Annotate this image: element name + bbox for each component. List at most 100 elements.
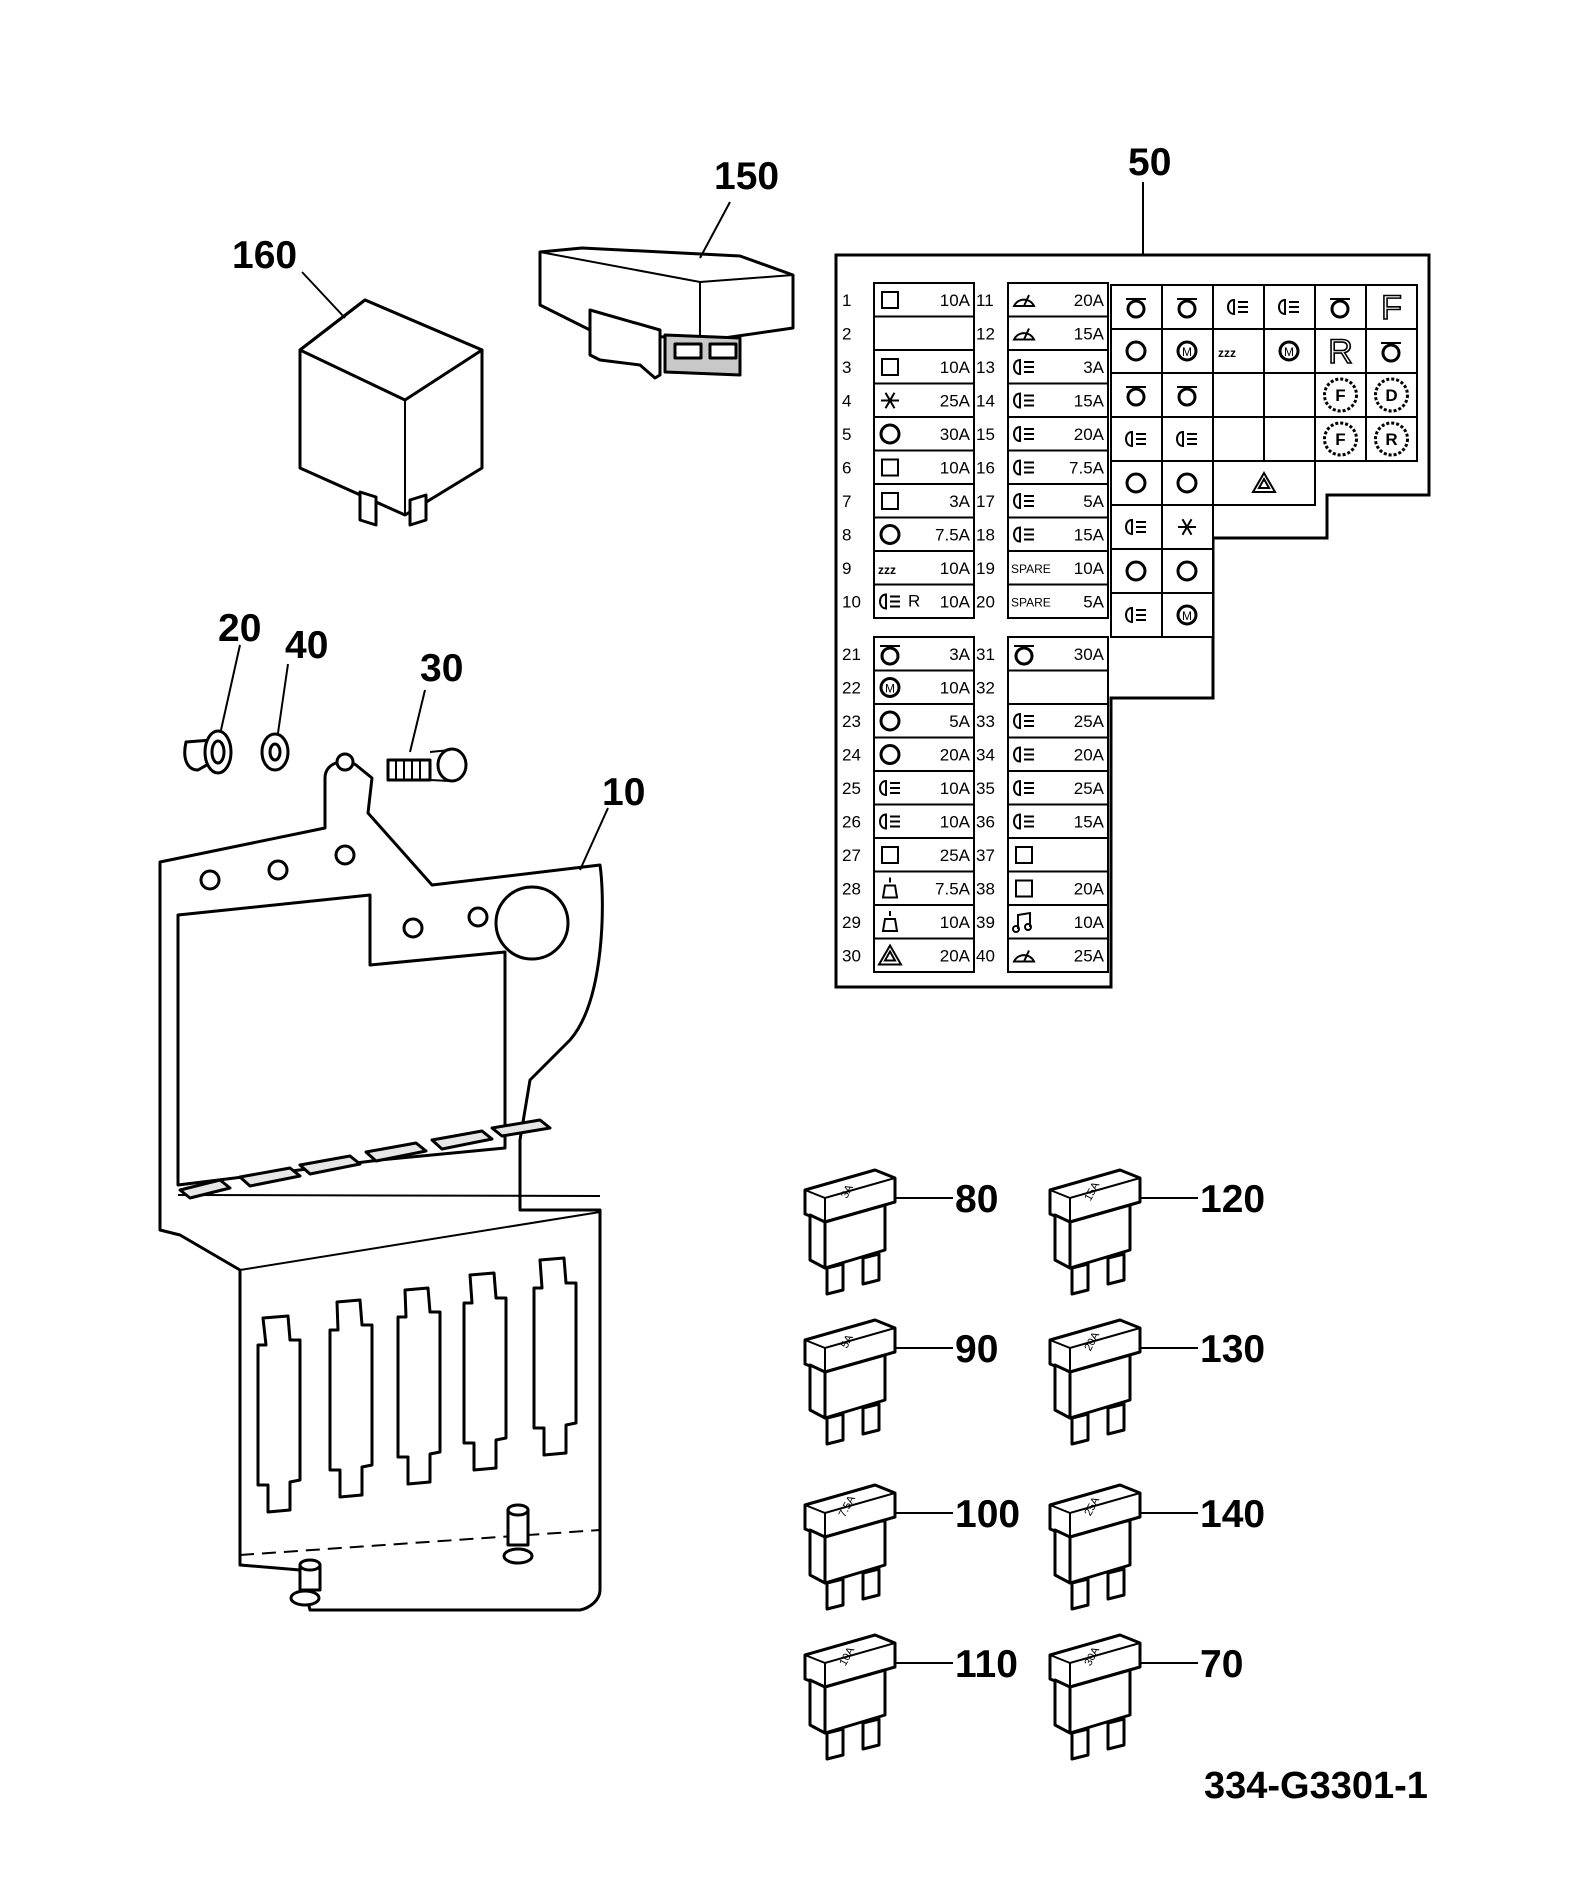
wiper-rear-icon [1012, 328, 1036, 341]
washer-leader [277, 663, 289, 734]
fuse-rating: 10A [1074, 913, 1105, 932]
fuse-number: 6 [842, 459, 851, 478]
fuse-cell [873, 315, 975, 351]
fuse-number: 5 [842, 425, 851, 444]
relay-leader [301, 271, 346, 319]
callout-fuse-3a: 80 [955, 1178, 998, 1221]
fuse-cell [873, 349, 975, 385]
fuse-rating: 15A [1074, 325, 1105, 344]
fuse-rating: 10A [940, 358, 971, 377]
fuse-cell [873, 483, 975, 519]
relay-grid-badge: R [1385, 430, 1397, 449]
relay-symbol-cell [1161, 460, 1214, 506]
relay-symbol-cell: R [1314, 328, 1367, 374]
work-lights-icon [1013, 813, 1034, 830]
fuse-chart-row: 6 10A [842, 449, 975, 485]
clip-leader [220, 644, 241, 731]
relay-symbol-cell: F [1314, 372, 1367, 418]
fuse-number: 28 [842, 880, 861, 899]
cover-part [538, 246, 795, 380]
beacon-icon [881, 877, 899, 899]
fuse-number: 8 [842, 526, 851, 545]
heater-icon [1015, 879, 1033, 898]
fuse-rating: 7.5A [935, 880, 971, 899]
fuse-number: 10 [842, 593, 861, 612]
svg-text:M: M [1284, 345, 1294, 359]
bracket-leader [579, 807, 609, 871]
fuse-rating: 10A [1074, 559, 1105, 578]
fuse-rating: 5A [1083, 593, 1104, 612]
fuse-number: 34 [976, 746, 995, 765]
fuse-number: 14 [976, 392, 995, 411]
relay-part [298, 298, 484, 527]
callout-clip: 20 [218, 607, 261, 650]
callout-fuse-25a: 140 [1200, 1493, 1265, 1536]
fuse-number: 36 [976, 813, 995, 832]
fuse-number: 17 [976, 492, 995, 511]
fuse-number: 16 [976, 459, 995, 478]
fuse-chart-row: 34 20A [976, 736, 1109, 772]
fuse-rating: 25A [1074, 779, 1105, 798]
fuse-rating: 20A [1074, 746, 1105, 765]
relay-symbol-cell [1314, 284, 1367, 330]
fuse-rating: 10A [940, 291, 971, 310]
fuse-rating: 20A [1074, 291, 1105, 310]
fuse-rating: 20A [1074, 880, 1105, 899]
fuse-rating: 5A [1083, 492, 1104, 511]
fuse-cell [873, 669, 975, 705]
fuse-number: 40 [976, 947, 995, 966]
callout-screw: 30 [420, 647, 463, 690]
beacon-alarm-icon [881, 911, 899, 932]
fuse-prefix: SPARE [1011, 596, 1051, 610]
fuse-number: 13 [976, 358, 995, 377]
ignition-icon [880, 645, 900, 666]
fuse-rating: 10A [940, 679, 971, 698]
relay-grid-letter: R [1328, 333, 1353, 371]
fuse-cell [873, 703, 975, 739]
fuse-number: 20 [976, 593, 995, 612]
fuse-rating: 10A [940, 459, 971, 478]
relay-symbol-cell [1161, 416, 1214, 462]
relay-symbol-cell [1110, 592, 1163, 638]
fuse-cell [1007, 550, 1109, 586]
relay-symbol-cell [1110, 504, 1163, 550]
fuse-rating: 10A [940, 913, 971, 932]
callout-washer: 40 [285, 624, 328, 667]
horn-icon [881, 846, 899, 864]
fuse-cell [873, 937, 975, 973]
fuse-number: 21 [842, 645, 861, 664]
drawing-id: 334-G3301-1 [1204, 1765, 1428, 1807]
fuse-number: 29 [842, 913, 861, 932]
fuse-rating: 25A [940, 846, 971, 865]
fuse-rating: 25A [1074, 947, 1105, 966]
fuse-number: 37 [976, 846, 995, 865]
callout-fuse-20a: 130 [1200, 1328, 1265, 1371]
fuse-number: 4 [842, 392, 851, 411]
fuse-rating: 20A [940, 947, 971, 966]
rear-screen-heater-icon [1012, 950, 1036, 963]
relay-symbol-cell [1263, 372, 1316, 418]
relay-symbol-cell [1161, 548, 1214, 594]
callout-fuse-5a: 90 [955, 1328, 998, 1371]
work-lamp-icon [1013, 712, 1034, 730]
fuse-number: 7 [842, 492, 851, 511]
fuse-cell [1007, 669, 1109, 705]
gear-icon [879, 710, 901, 732]
fuse-body-label: 3A [839, 1182, 856, 1200]
fuse-rating: 10A [940, 559, 971, 578]
relay-symbol-cell: F [1314, 416, 1367, 462]
relay-symbol-cell [1212, 416, 1265, 462]
